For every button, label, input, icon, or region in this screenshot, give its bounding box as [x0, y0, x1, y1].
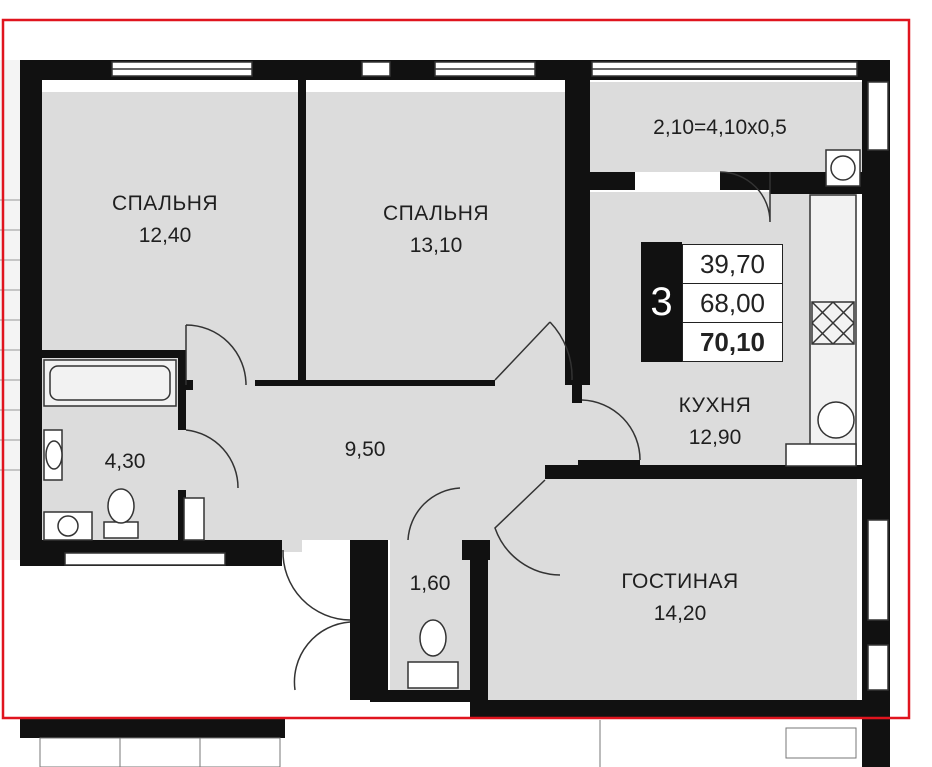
kitchen-counter: [785, 194, 857, 467]
bathroom-sink: [43, 429, 63, 481]
floor-areas: [40, 82, 865, 700]
area-summary-badge: 3 39,70 68,00 70,10: [641, 242, 783, 362]
hallway-area: 9,50: [344, 438, 386, 461]
radiator: [183, 497, 205, 541]
wc-area: 1,60: [409, 572, 451, 595]
toilet-bath: [103, 488, 139, 539]
living-area-value: 39,70: [682, 244, 783, 284]
toilet-wc: [407, 619, 459, 689]
total-area-value: 68,00: [682, 283, 783, 323]
balcony-area: 2,10=4,10x0,5: [653, 116, 787, 139]
bathtub: [43, 359, 177, 407]
living-area: 14,20: [653, 602, 707, 625]
rooms-count: 3: [641, 242, 682, 362]
total-with-balcony-value: 70,10: [682, 322, 783, 362]
kitchen-area: 12,90: [688, 426, 742, 449]
balcony-drain: [825, 149, 861, 187]
bathroom-area: 4,30: [104, 450, 146, 473]
neighbour-strip: [39, 720, 857, 767]
bedroom2-name: СПАЛЬНЯ: [382, 202, 490, 225]
bedroom1-name: СПАЛЬНЯ: [111, 192, 219, 215]
washer: [43, 511, 93, 541]
highlight-frame: [1, 18, 911, 720]
bedroom1-area: 12,40: [138, 224, 192, 247]
bedroom2-area: 13,10: [409, 234, 463, 257]
left-stair-area: [0, 60, 22, 560]
kitchen-name: КУХНЯ: [678, 394, 752, 417]
living-name: ГОСТИНАЯ: [621, 570, 739, 593]
doors: [185, 171, 771, 691]
windows: [64, 61, 889, 691]
